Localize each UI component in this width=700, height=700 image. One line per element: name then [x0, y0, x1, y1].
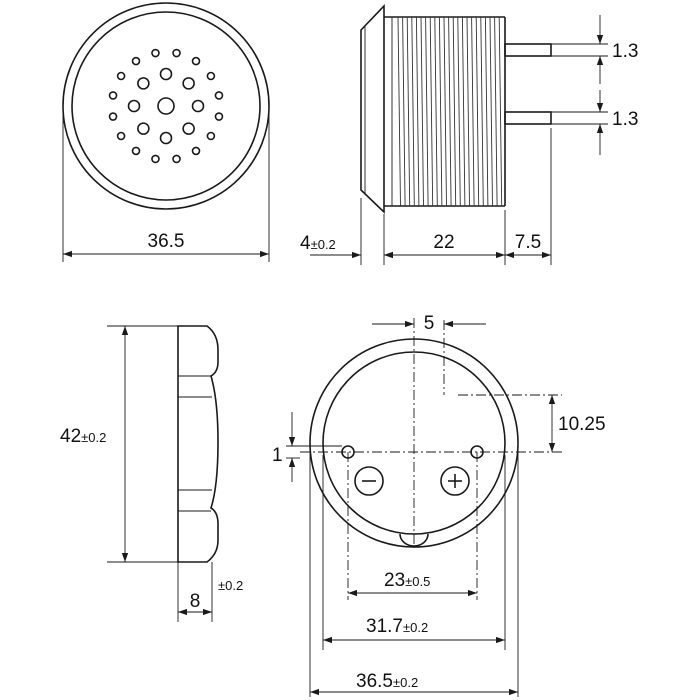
sound-hole [159, 67, 173, 81]
terminal-pin-lower [504, 111, 552, 125]
sound-hole [151, 154, 160, 164]
sound-hole [116, 131, 126, 141]
side-view: 1.3 1.3 4±0.2 22 7.5 [300, 4, 638, 265]
thread-line [452, 16, 457, 207]
thread-line [471, 16, 475, 207]
sound-hole [206, 131, 216, 141]
pin-diameter-label: 1 [272, 445, 283, 466]
thread-line [457, 16, 461, 207]
sound-hole [127, 99, 141, 113]
thread-line [438, 16, 443, 207]
sound-hole [157, 97, 175, 115]
thread-line [397, 16, 401, 207]
nut-view: 42±0.2 8 ±0.2 [60, 325, 243, 622]
sound-hole [131, 146, 141, 156]
sound-hole [151, 48, 160, 58]
thread-line [484, 16, 489, 207]
front-view: 36.5 [62, 2, 270, 262]
inner-diameter-label: 31.7±0.2 [366, 616, 428, 637]
front-inner-ring [71, 11, 261, 201]
thread-line [425, 16, 429, 207]
thread-line [466, 16, 470, 207]
thread-line [443, 16, 447, 207]
pin-width-lower-label: 1.3 [612, 109, 638, 130]
front-outer-ring [62, 2, 270, 210]
sound-hole [206, 71, 216, 81]
flange-profile [360, 4, 385, 214]
rear-diameter-label: 36.5±0.2 [356, 671, 418, 692]
positive-symbol-icon [440, 466, 470, 496]
sound-hole [191, 56, 201, 66]
pin-length-label: 7.5 [515, 232, 541, 253]
thread-line [480, 16, 484, 207]
nut-outline [177, 325, 219, 563]
sound-hole [108, 112, 118, 121]
terminal-hole-negative [341, 445, 355, 459]
sound-hole [191, 146, 201, 156]
rear-outer-ring [309, 338, 519, 548]
thread-line [411, 16, 415, 207]
rear-view: 5 10.25 1 23±0.5 31.7±0.2 36.5±0.2 [272, 313, 606, 697]
rear-notch [399, 533, 429, 547]
sound-hole [172, 154, 181, 164]
nut-height-label: 42±0.2 [60, 426, 106, 447]
sound-hole [137, 122, 150, 135]
sound-hole [191, 99, 205, 113]
flange-thickness-label: 4±0.2 [300, 233, 336, 254]
sound-hole [214, 112, 224, 121]
thread-line [461, 16, 466, 207]
sound-hole [182, 77, 195, 90]
pin-offset-y-label: 10.25 [558, 414, 606, 435]
sound-hole [214, 91, 224, 100]
front-diameter-label: 36.5 [148, 231, 185, 252]
sound-holes [108, 48, 224, 164]
thread-line [406, 16, 411, 207]
pin-offset-x-label: 5 [424, 313, 435, 334]
sound-hole [172, 48, 181, 58]
thread-line [494, 16, 498, 207]
thread-line [489, 16, 493, 207]
sound-hole [108, 91, 118, 100]
thread-lines [397, 16, 503, 207]
thread-line [475, 16, 480, 207]
sound-hole [116, 71, 126, 81]
thread-line [402, 16, 406, 207]
nut-thickness-label: 8 [190, 591, 201, 612]
terminal-pin-upper [504, 43, 552, 57]
sound-hole [137, 77, 150, 90]
sound-hole [159, 131, 173, 145]
sound-hole [182, 122, 195, 135]
sound-hole [131, 56, 141, 66]
thread-line [434, 16, 438, 207]
pin-spacing-label: 23±0.5 [384, 570, 430, 591]
thread-line [415, 16, 420, 207]
nut-thickness-tolerance: ±0.2 [218, 578, 243, 593]
pin-width-upper-label: 1.3 [612, 41, 638, 62]
thread-length-label: 22 [433, 232, 454, 253]
thread-line [498, 16, 503, 207]
thread-line [448, 16, 452, 207]
thread-line [429, 16, 434, 207]
negative-symbol-icon [354, 466, 384, 496]
terminal-hole-positive [470, 445, 484, 459]
thread-line [420, 16, 424, 207]
